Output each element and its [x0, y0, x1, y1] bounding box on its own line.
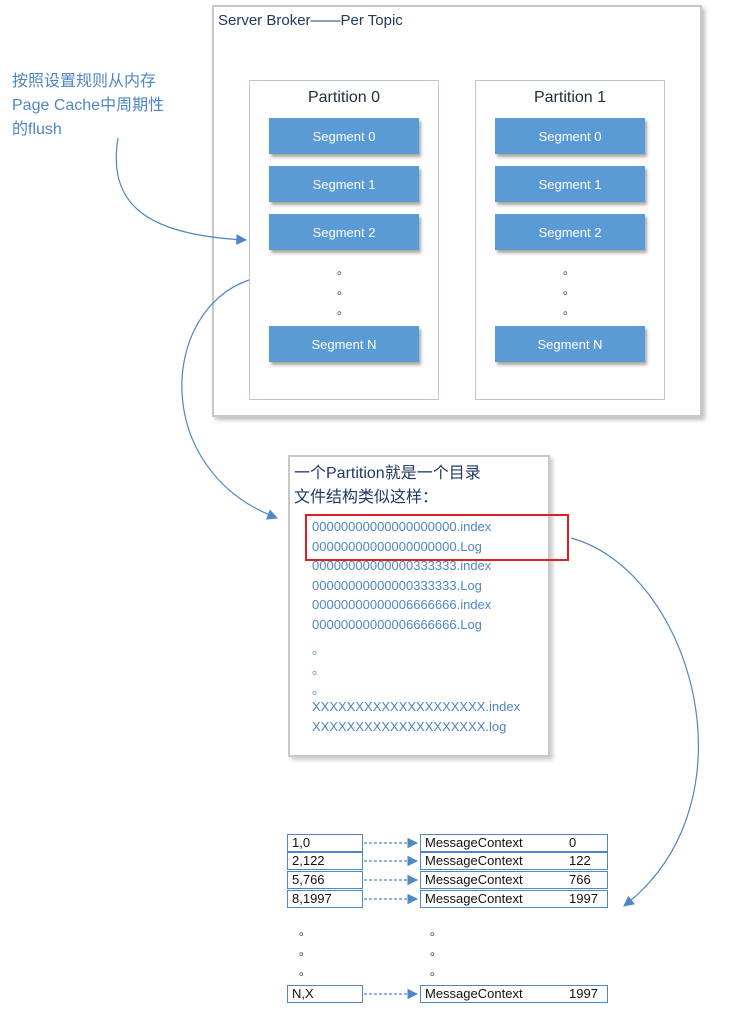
index-key-cell: 1,0: [287, 834, 363, 852]
index-key-cell: 8,1997: [287, 890, 363, 908]
ellipsis-dot: 。: [312, 662, 326, 677]
broker-title: Server Broker——Per Topic: [218, 12, 403, 29]
flush-note: 按照设置规则从内存 Page Cache中周期性 的flush: [12, 70, 164, 142]
file-entry: 00000000000000000000.Log: [312, 539, 482, 554]
file-entry: 00000000000000000000.index: [312, 519, 492, 534]
file-entry: XXXXXXXXXXXXXXXXXXXX.log: [312, 719, 507, 734]
ellipsis-dot: 。: [299, 924, 312, 938]
ellipsis-dot: 。: [337, 263, 350, 277]
highlight-to-table-arrow: [570, 537, 699, 907]
ellipsis-dot: 。: [337, 283, 350, 297]
log-entry-offset: 766: [569, 872, 591, 887]
ellipsis-dot: 。: [430, 924, 443, 938]
partition-1-segment-0: Segment 0: [495, 118, 645, 154]
ellipsis-dot: 。: [312, 682, 326, 697]
ellipsis-dot: 。: [312, 642, 326, 657]
log-entry-cell: MessageContext: [420, 852, 608, 870]
ellipsis-dot: 。: [430, 944, 443, 958]
index-key-cell: 5,766: [287, 871, 363, 889]
partition-1-segment-1: Segment 1: [495, 166, 645, 202]
log-entry-cell: MessageContext: [420, 890, 608, 908]
ellipsis-dot: 。: [563, 303, 576, 317]
log-entry-offset: 1997: [569, 986, 598, 1001]
log-entry-offset: 1997: [569, 891, 598, 906]
directory-title: 一个Partition就是一个目录 文件结构类似这样：: [294, 462, 481, 510]
directory-title-line-2: 文件结构类似这样：: [294, 489, 439, 506]
partition-directory-box: [288, 455, 550, 757]
log-entry-cell: MessageContext: [420, 871, 608, 889]
directory-title-line-1: 一个Partition就是一个目录: [294, 465, 481, 482]
file-entry: XXXXXXXXXXXXXXXXXXXX.index: [312, 699, 521, 714]
partition-0-segment-0: Segment 0: [269, 118, 419, 154]
flush-note-line-2: Page Cache中周期性: [12, 97, 165, 114]
file-entry: 00000000000000333333.index: [312, 558, 492, 573]
ellipsis-dot: 。: [563, 283, 576, 297]
partition-1-segment-n: Segment N: [495, 326, 645, 362]
log-entry-label: MessageContext: [425, 872, 523, 887]
partition-to-directory-arrow: [181, 279, 279, 520]
log-entry-label: MessageContext: [425, 835, 523, 850]
index-key-cell: 2,122: [287, 852, 363, 870]
file-entry: 00000000000006666666.Log: [312, 617, 482, 632]
partition-1-title: Partition 1: [533, 89, 607, 106]
index-key-cell: N,X: [287, 985, 363, 1003]
file-entry: 00000000000000333333.Log: [312, 578, 482, 593]
partition-0-segment-n: Segment N: [269, 326, 419, 362]
flush-note-line-3: 的flush: [12, 121, 62, 138]
partition-0-segment-1: Segment 1: [269, 166, 419, 202]
partition-1-segment-2: Segment 2: [495, 214, 645, 250]
log-entry-cell: MessageContext: [420, 985, 608, 1003]
partition-0-segment-2: Segment 2: [269, 214, 419, 250]
file-entry: 00000000000006666666.index: [312, 597, 492, 612]
log-entry-offset: 122: [569, 853, 591, 868]
log-entry-label: MessageContext: [425, 891, 523, 906]
flush-note-line-1: 按照设置规则从内存: [12, 73, 157, 90]
log-entry-cell: MessageContext: [420, 834, 608, 852]
ellipsis-dot: 。: [430, 964, 443, 978]
ellipsis-dot: 。: [299, 944, 312, 958]
flush-arrow: [115, 137, 248, 245]
ellipsis-dot: 。: [563, 263, 576, 277]
highlight-box: [305, 514, 569, 561]
log-entry-label: MessageContext: [425, 986, 523, 1001]
log-entry-offset: 0: [569, 835, 577, 850]
partition-0-title: Partition 0: [307, 89, 381, 106]
ellipsis-dot: 。: [337, 303, 350, 317]
ellipsis-dot: 。: [299, 964, 312, 978]
log-entry-label: MessageContext: [425, 853, 523, 868]
